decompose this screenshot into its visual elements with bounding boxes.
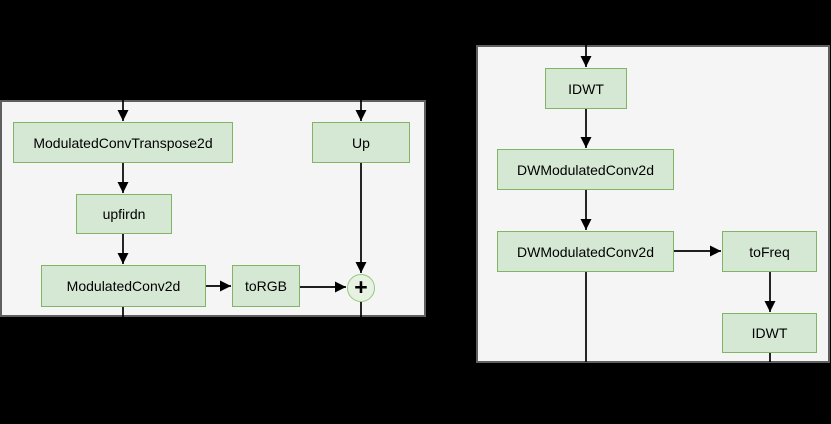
node-modulated-conv-transpose2d: ModulatedConvTranspose2d [13,122,233,163]
node-dwmodulated-conv2d-2: DWModulatedConv2d [497,231,674,272]
node-upfirdn: upfirdn [76,194,172,234]
node-up: Up [312,122,410,163]
node-modulated-conv2d: ModulatedConv2d [41,265,206,307]
node-dwmodulated-conv2d-1: DWModulatedConv2d [497,149,674,190]
node-torgb: toRGB [232,265,300,307]
node-tofreq: toFreq [722,231,817,272]
node-sum-junction: + [347,274,375,302]
node-idwt-top: IDWT [545,68,627,109]
node-idwt-bottom: IDWT [722,313,817,353]
